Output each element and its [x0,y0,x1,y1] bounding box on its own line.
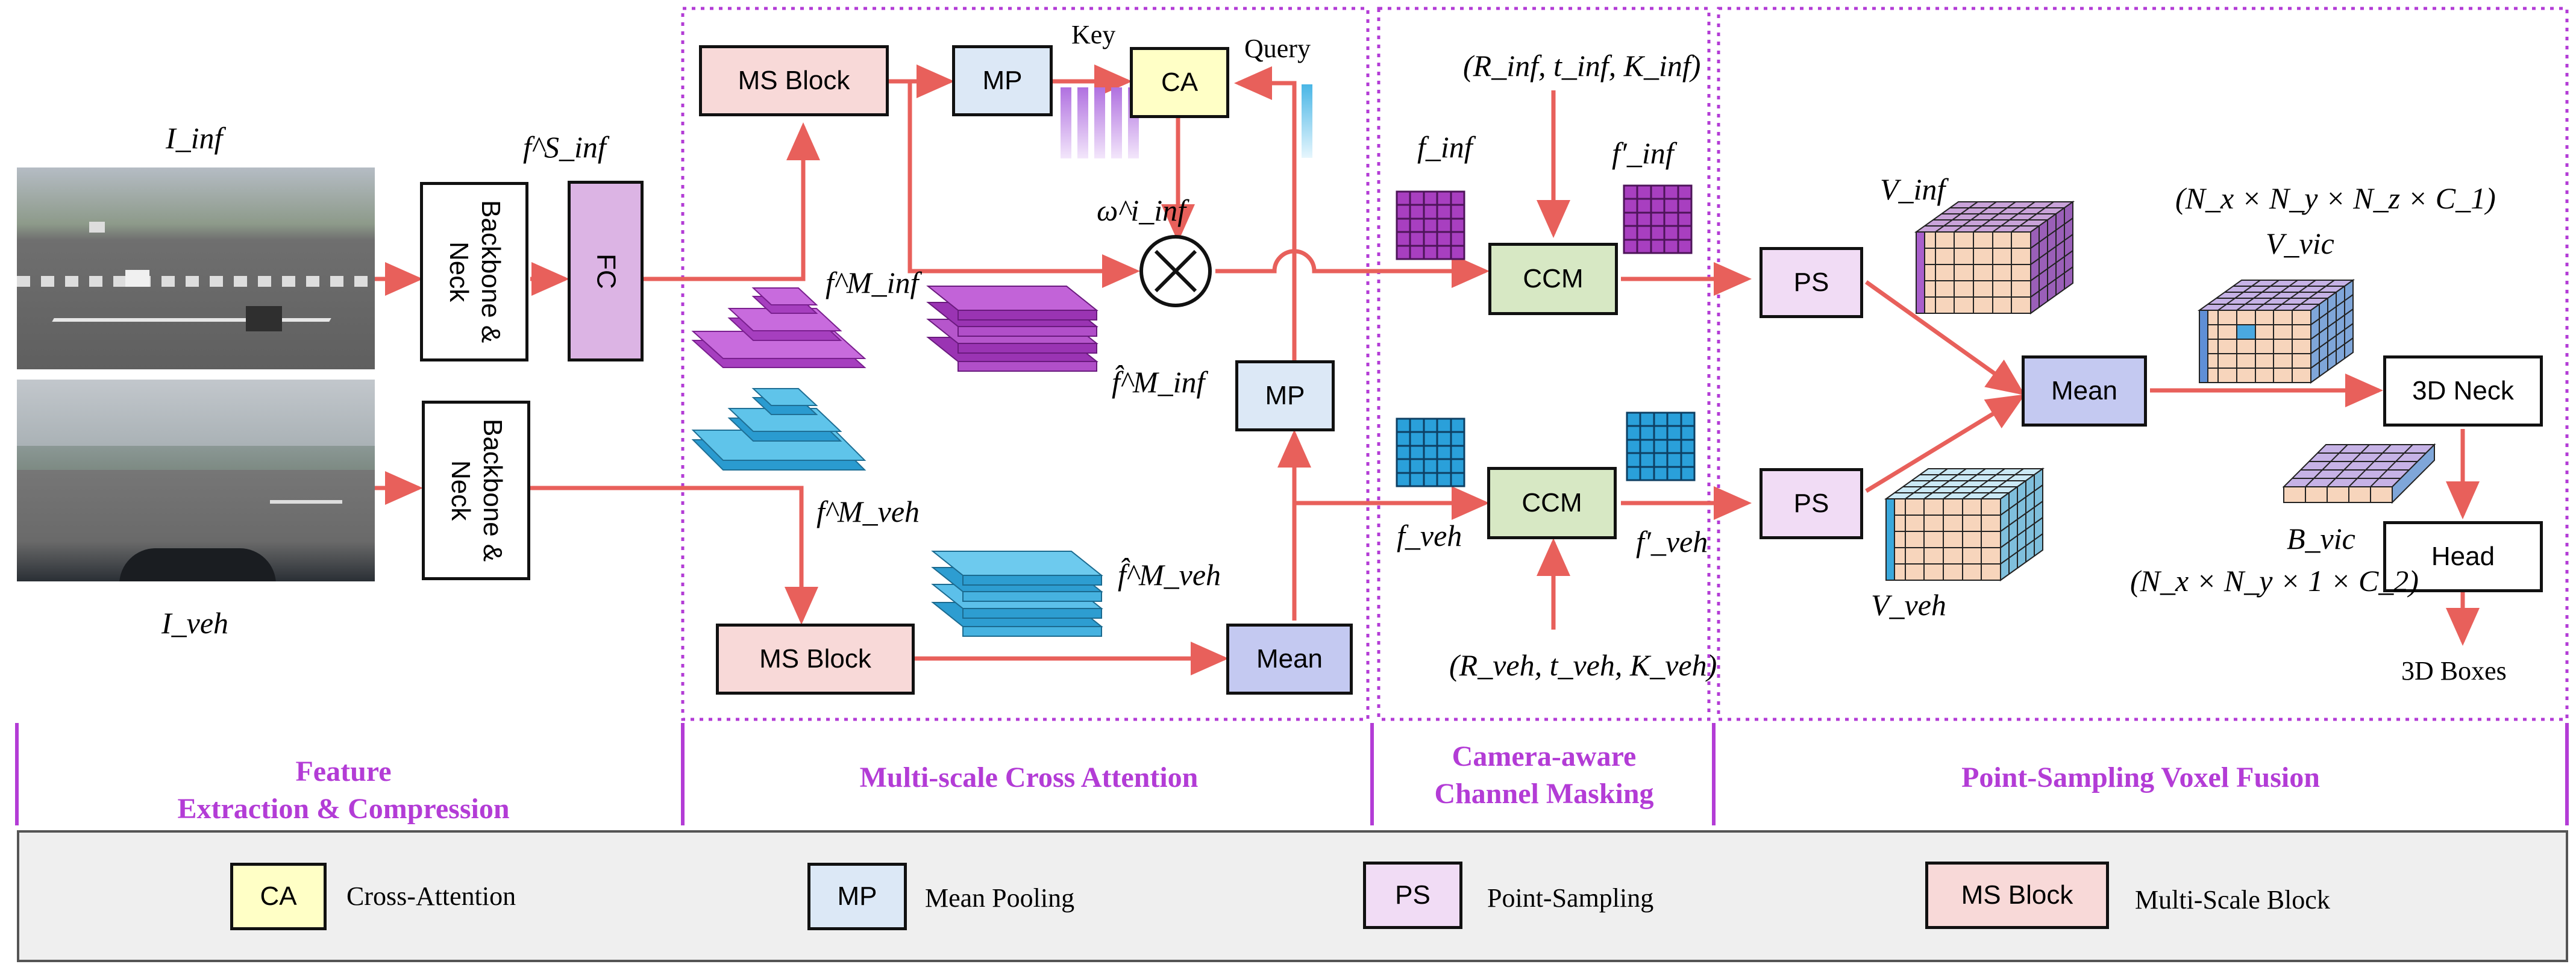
grid-fp-veh [1626,411,1696,481]
voxel-cube-vic [2197,279,2355,384]
label-omega: ω^i_inf [1097,193,1186,227]
backbone-neck-veh: Backbone & Neck [422,401,530,580]
voxel-cube-inf [1914,201,2075,314]
section-multiscale-attention: Multi-scale Cross Attention [859,762,1199,793]
section-bars [15,723,2569,825]
arrows [375,64,2480,675]
ccm-veh: CCM [1487,467,1617,539]
label-key: Key [1071,20,1116,49]
bev-slab [2282,443,2436,504]
stack-veh [931,551,1103,637]
label-B-vic: B_vic [2287,522,2355,555]
region-channel-masking [1377,7,1711,721]
section-regions [681,7,2569,721]
section-voxel-fusion: Point-Sampling Voxel Fusion [1961,762,2320,793]
label-3d-boxes: 3D Boxes [2401,656,2507,686]
query-token [1302,84,1312,158]
region-multiscale-attention [681,7,1370,721]
stack-inf [926,286,1098,372]
mean-pooling-query: MP [1235,360,1335,431]
voxel-cube-veh [1884,468,2045,581]
legend-ps-label: Point-Sampling [1487,883,1654,913]
point-sampling-inf: PS [1760,247,1863,318]
legend-ca-label: Cross-Attention [346,881,516,911]
section-channel-masking: Camera-aware Channel Masking [1434,740,1654,810]
cross-attention: CA [1130,47,1229,118]
label-fhat-M-veh: f̂^M_veh [1118,558,1221,592]
legend-mp-label: Mean Pooling [925,883,1075,913]
legend-ms-label: Multi-Scale Block [2135,885,2330,915]
neck-3d: 3D Neck [2383,355,2543,427]
label-I-veh: I_veh [161,606,229,640]
label-f-M-veh: f^M_veh [816,495,920,528]
mean-pooling-key: MP [952,45,1053,116]
label-fp-inf: f′_inf [1612,136,1674,170]
label-V-inf: V_inf [1880,172,1946,206]
ccm-inf: CCM [1488,243,1618,315]
label-I-inf: I_inf [166,121,223,155]
label-dim-bev: (N_x × N_y × 1 × C_2) [2130,564,2419,598]
grid-f-inf [1396,190,1465,260]
detection-head: Head [2383,521,2543,592]
mean-attention: Mean [1226,624,1353,695]
grid-f-veh [1396,418,1465,487]
grid-fp-inf [1623,184,1693,254]
label-query: Query [1244,34,1311,63]
label-fp-veh: f′_veh [1636,525,1708,558]
fc-layer: FC [568,181,644,361]
section-feature-extraction: Feature Extraction & Compression [177,756,510,825]
region-voxel-fusion [1717,7,2569,721]
label-f-M-inf: f^M_inf [826,266,919,299]
backbone-neck-inf: Backbone & Neck [420,182,528,361]
label-fhat-M-inf: f̂^M_inf [1112,365,1205,399]
label-f-veh: f_veh [1397,519,1462,552]
label-cam-veh: (R_veh, t_veh, K_veh) [1449,648,1717,682]
mean-fusion: Mean [2022,355,2147,427]
multiply-operator [1139,235,1212,307]
label-dim-vic: (N_x × N_y × N_z × C_1) [2175,181,2496,215]
label-V-vic: V_vic [2266,227,2334,260]
point-sampling-veh: PS [1760,468,1863,539]
legend-ca-swatch: CA [230,863,327,930]
key-tokens [1061,87,1139,158]
legend-panel [17,830,2568,962]
legend-ps-swatch: PS [1363,862,1462,929]
pyramid-veh [691,388,867,471]
legend-ms-swatch: MS Block [1925,862,2109,929]
pyramid-inf [691,287,867,368]
vehicle-camera-image [17,380,375,581]
label-V-veh: V_veh [1871,588,1946,622]
label-f-S-inf: f^S_inf [523,130,606,164]
label-cam-inf: (R_inf, t_inf, K_inf) [1463,49,1701,83]
label-f-inf: f_inf [1417,130,1473,164]
infrastructure-camera-image [17,167,375,369]
legend-mp-swatch: MP [807,863,907,930]
ms-block-veh: MS Block [716,624,915,695]
ms-block-inf: MS Block [699,45,889,116]
